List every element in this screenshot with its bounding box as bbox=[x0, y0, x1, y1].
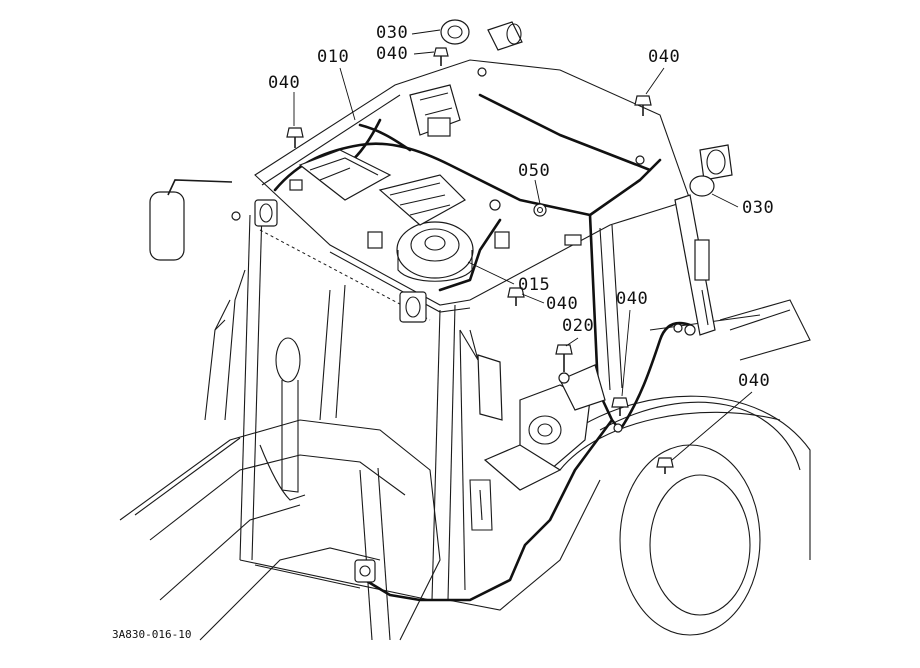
bolts bbox=[231, 47, 674, 474]
roof-components bbox=[289, 84, 582, 282]
cab-frame bbox=[239, 59, 691, 611]
part-label-040: 040 bbox=[648, 47, 680, 67]
part-label-050: 050 bbox=[518, 161, 550, 181]
part-label-040: 040 bbox=[376, 44, 408, 64]
part-label-040: 040 bbox=[616, 289, 648, 309]
tractor-hood bbox=[119, 269, 441, 641]
part-label-020: 020 bbox=[562, 316, 594, 336]
part-label-040: 040 bbox=[738, 371, 770, 391]
leader-lines bbox=[293, 29, 753, 461]
rear-wheel bbox=[559, 299, 811, 636]
figure-code: 3A830-016-10 bbox=[112, 628, 191, 641]
bolt-icon bbox=[433, 47, 449, 66]
bolt-icon bbox=[634, 95, 652, 116]
work-lamps bbox=[254, 19, 733, 323]
mirrors bbox=[149, 179, 503, 421]
wiring-harness bbox=[273, 93, 692, 602]
part-labels: 030 040 010 040 040 050 030 015 040 040 … bbox=[268, 23, 774, 391]
rear-pillar-bracket bbox=[673, 194, 716, 336]
part-label-015: 015 bbox=[518, 275, 550, 295]
bolt-icon bbox=[611, 397, 629, 416]
part-label-010: 010 bbox=[317, 47, 349, 67]
bolt-icon bbox=[555, 344, 573, 384]
part-label-040: 040 bbox=[268, 73, 300, 93]
bolt-icon bbox=[286, 127, 304, 148]
part-label-030: 030 bbox=[376, 23, 408, 43]
part-label-040: 040 bbox=[546, 294, 578, 314]
bolt-icon bbox=[507, 287, 525, 306]
control-box bbox=[354, 364, 606, 583]
bolt-icon bbox=[656, 457, 674, 474]
part-label-030: 030 bbox=[742, 198, 774, 218]
